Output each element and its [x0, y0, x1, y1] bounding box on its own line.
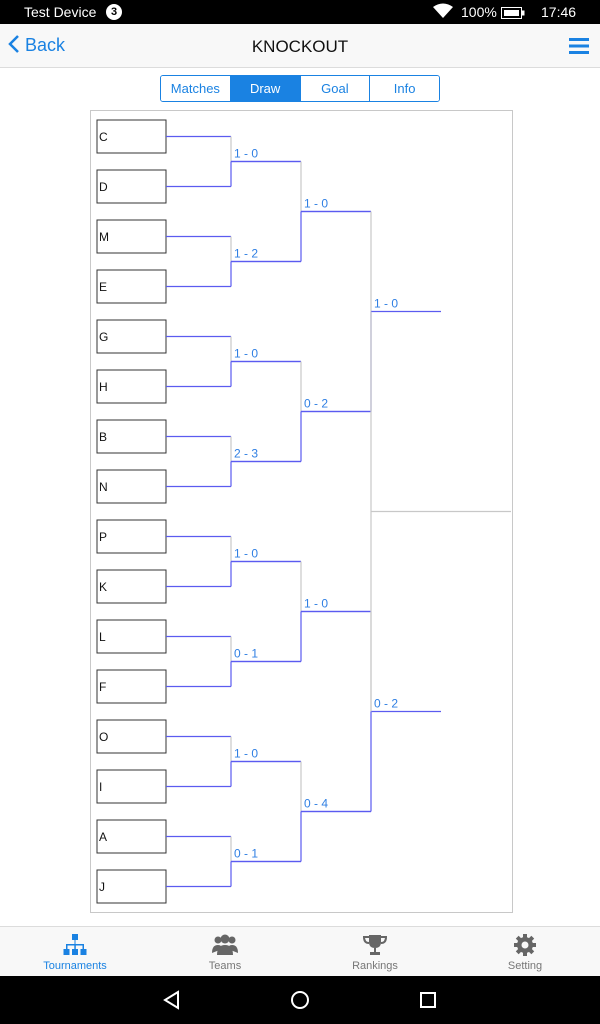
segment-matches[interactable]: Matches — [161, 76, 231, 101]
trophy-icon — [300, 933, 450, 959]
chevron-left-icon — [8, 35, 25, 55]
match-score[interactable]: 1 - 0 — [304, 597, 328, 611]
match-score[interactable]: 0 - 2 — [374, 697, 398, 711]
back-label: Back — [25, 35, 66, 55]
gear-icon — [450, 933, 600, 959]
team-name: B — [99, 430, 107, 444]
system-navigation-bar — [0, 976, 600, 1024]
match-score[interactable]: 0 - 4 — [304, 797, 328, 811]
match-score[interactable]: 0 - 1 — [234, 647, 258, 661]
team-box-frame — [96, 419, 167, 454]
match-score[interactable]: 1 - 0 — [234, 747, 258, 761]
team-box-frame — [96, 569, 167, 604]
team-box-frame — [96, 619, 167, 654]
team-box[interactable]: I — [96, 769, 167, 804]
team-box-frame — [96, 869, 167, 904]
back-triangle-icon[interactable] — [162, 990, 182, 1010]
team-name: E — [99, 280, 107, 294]
match-score[interactable]: 1 - 0 — [234, 347, 258, 361]
match-score[interactable]: 0 - 1 — [234, 847, 258, 861]
team-name: M — [99, 230, 109, 244]
device-name: Test Device — [24, 4, 97, 20]
bracket-diagram: C D M E G H B N P K L F O I A J 1 - 0 1 - 2 1 - 0 2 - 3 1 - … — [96, 119, 511, 904]
team-name: A — [99, 830, 107, 844]
status-bar: Test Device 3 100% 17:46 — [0, 0, 600, 24]
team-box[interactable]: G — [96, 319, 167, 354]
segment-info[interactable]: Info — [370, 76, 439, 101]
team-box[interactable]: B — [96, 419, 167, 454]
tab-teams[interactable]: Teams — [150, 927, 300, 977]
team-box-frame — [96, 119, 167, 154]
tab-tournaments-label: Tournaments — [43, 960, 107, 972]
team-name: O — [99, 730, 108, 744]
match-score[interactable]: 0 - 2 — [304, 397, 328, 411]
team-box[interactable]: K — [96, 569, 167, 604]
segment-goal[interactable]: Goal — [300, 76, 371, 101]
team-box[interactable]: M — [96, 219, 167, 254]
team-name: G — [99, 330, 108, 344]
team-box-frame — [96, 819, 167, 854]
team-box-frame — [96, 269, 167, 304]
match-score[interactable]: 1 - 0 — [304, 197, 328, 211]
team-name: L — [99, 630, 106, 644]
team-name: J — [99, 880, 105, 894]
team-box[interactable]: C — [96, 119, 167, 154]
notification-badge: 3 — [106, 4, 122, 20]
segment-draw[interactable]: Draw — [230, 76, 301, 101]
match-score[interactable]: 1 - 0 — [374, 297, 398, 311]
team-box-frame — [96, 219, 167, 254]
team-name: N — [99, 480, 108, 494]
home-circle-icon[interactable] — [290, 990, 310, 1010]
match-score[interactable]: 1 - 0 — [234, 547, 258, 561]
tab-setting-label: Setting — [507, 960, 543, 972]
match-score[interactable]: 1 - 2 — [234, 247, 258, 261]
team-box[interactable]: L — [96, 619, 167, 654]
team-box[interactable]: P — [96, 519, 167, 554]
team-box[interactable]: J — [96, 869, 167, 904]
team-box-frame — [96, 169, 167, 204]
team-name: P — [99, 530, 107, 544]
knockout-bracket: C D M E G H B N P K L F O I A J 1 - 0 1 - 2 1 - 0 2 - 3 1 - … — [90, 110, 513, 913]
team-name: K — [99, 580, 107, 594]
team-name: D — [99, 180, 108, 194]
battery-icon — [501, 6, 525, 22]
tab-bar: Tournaments Teams Rankings — [0, 926, 600, 977]
team-box-frame — [96, 669, 167, 704]
hamburger-menu-icon[interactable] — [569, 38, 589, 59]
team-box[interactable]: F — [96, 669, 167, 704]
recent-apps-square-icon[interactable] — [419, 990, 437, 1010]
team-box[interactable]: E — [96, 269, 167, 304]
view-segmented-control: Matches Draw Goal Info — [160, 75, 440, 102]
tab-setting[interactable]: Setting — [450, 927, 600, 977]
team-box[interactable]: H — [96, 369, 167, 404]
team-box-frame — [96, 469, 167, 504]
wifi-icon — [432, 3, 454, 22]
team-box-frame — [96, 769, 167, 804]
team-name: H — [99, 380, 108, 394]
team-box[interactable]: A — [96, 819, 167, 854]
team-name: C — [99, 130, 108, 144]
team-name: F — [99, 680, 106, 694]
tab-tournaments[interactable]: Tournaments — [0, 927, 150, 977]
match-score[interactable]: 2 - 3 — [234, 447, 258, 461]
tab-rankings[interactable]: Rankings — [300, 927, 450, 977]
nav-bar: Back KNOCKOUT — [0, 24, 600, 68]
team-box-frame — [96, 519, 167, 554]
tab-teams-label: Teams — [208, 960, 242, 972]
team-box[interactable]: D — [96, 169, 167, 204]
battery-percent: 100% — [461, 4, 497, 20]
teams-icon — [150, 933, 300, 959]
team-box-frame — [96, 319, 167, 354]
back-button[interactable]: Back — [8, 34, 65, 56]
tournament-bracket-icon — [0, 933, 150, 959]
team-box[interactable]: N — [96, 469, 167, 504]
team-name: I — [99, 780, 102, 794]
page-title: KNOCKOUT — [251, 37, 349, 56]
team-box[interactable]: O — [96, 719, 167, 754]
tab-rankings-label: Rankings — [352, 960, 398, 972]
match-score[interactable]: 1 - 0 — [234, 147, 258, 161]
clock: 17:46 — [541, 4, 577, 20]
